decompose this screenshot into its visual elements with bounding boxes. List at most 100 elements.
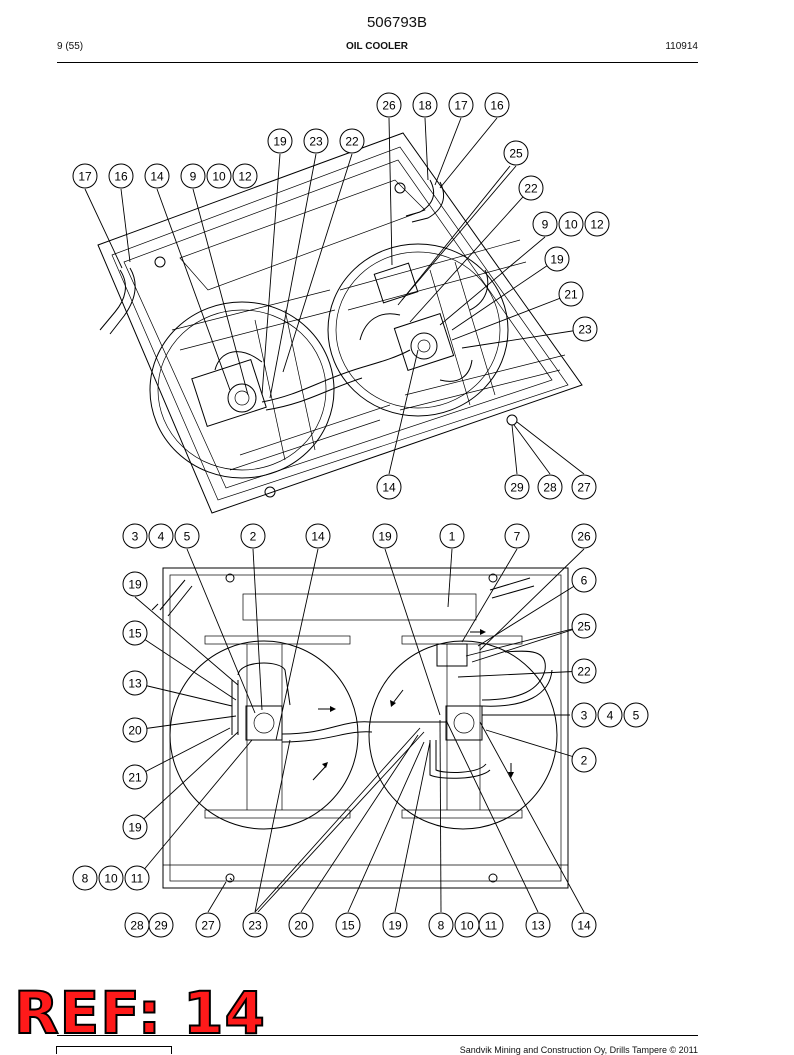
bottom-callout-25: 11 <box>124 865 150 891</box>
bottom-callout-24: 10 <box>98 865 124 891</box>
bottom-callout-15: 22 <box>571 658 597 684</box>
callout-number: 11 <box>485 919 498 933</box>
callout-number: 18 <box>418 99 432 113</box>
top-callout-4: 16 <box>484 92 510 118</box>
bottom-callout-8: 7 <box>504 523 530 549</box>
bottom-callout-29: 23 <box>242 912 268 938</box>
callout-number: 10 <box>104 872 118 886</box>
footer-copyright: Sandvik Mining and Construction Oy, Dril… <box>459 1045 698 1055</box>
bottom-callout-3: 5 <box>174 523 200 549</box>
callout-number: 14 <box>150 170 164 184</box>
callout-number: 21 <box>128 771 142 785</box>
top-callout-14: 12 <box>232 163 258 189</box>
bottom-callout-18: 4 <box>597 702 623 728</box>
bottom-callout-20: 21 <box>122 764 148 790</box>
bottom-callout-21: 2 <box>571 747 597 773</box>
bottom-callout-27: 29 <box>148 912 174 938</box>
oil-cooler-isometric-view <box>97 132 583 514</box>
date-code: 110914 <box>665 41 698 52</box>
bottom-callout-17: 3 <box>571 702 597 728</box>
callout-number: 5 <box>633 709 640 723</box>
callout-number: 2 <box>250 530 257 544</box>
callout-number: 13 <box>128 677 142 691</box>
callout-number: 17 <box>454 99 468 113</box>
callout-number: 22 <box>524 182 538 196</box>
top-callout-11: 14 <box>144 163 170 189</box>
callout-number: 10 <box>460 919 474 933</box>
top-callout-21: 23 <box>572 316 598 342</box>
callout-number: 5 <box>184 530 191 544</box>
callout-number: 26 <box>577 530 591 544</box>
bottom-callout-19: 5 <box>623 702 649 728</box>
callout-number: 29 <box>510 481 524 495</box>
bottom-callout-26: 28 <box>124 912 150 938</box>
callout-number: 20 <box>294 919 308 933</box>
top-callout-20: 21 <box>558 281 584 307</box>
top-callout-9: 17 <box>72 163 98 189</box>
top-callout-12: 9 <box>180 163 206 189</box>
page-number: 9 (55) <box>57 41 84 52</box>
bottom-callout-28: 27 <box>195 912 221 938</box>
bottom-callout-31: 15 <box>335 912 361 938</box>
callout-number: 11 <box>131 872 144 886</box>
callout-number: 28 <box>130 919 144 933</box>
top-callout-13: 10 <box>206 163 232 189</box>
callout-number: 20 <box>128 724 142 738</box>
callout-leader-lines <box>84 117 586 913</box>
reference-label: REF: 14 <box>13 979 266 1047</box>
top-callout-6: 23 <box>303 128 329 154</box>
bottom-callout-11: 6 <box>571 567 597 593</box>
callout-number: 14 <box>382 481 396 495</box>
bottom-callout-16: 20 <box>122 717 148 743</box>
callout-number: 23 <box>578 323 592 337</box>
bottom-callout-5: 14 <box>305 523 331 549</box>
callout-number: 12 <box>238 170 252 184</box>
top-callout-17: 10 <box>558 211 584 237</box>
callout-number: 1 <box>449 530 456 544</box>
callout-number: 19 <box>388 919 402 933</box>
callout-number: 27 <box>201 919 215 933</box>
callout-number: 22 <box>577 665 591 679</box>
callout-number: 17 <box>78 170 92 184</box>
callout-number: 25 <box>509 147 523 161</box>
bottom-callout-14: 13 <box>122 670 148 696</box>
sandvik-logo-strip <box>56 1046 172 1054</box>
callout-number: 9 <box>190 170 197 184</box>
callout-number: 2 <box>581 754 588 768</box>
callout-number: 15 <box>128 627 142 641</box>
callout-number: 10 <box>564 218 578 232</box>
callout-number: 22 <box>345 135 359 149</box>
top-callout-3: 17 <box>448 92 474 118</box>
top-callout-10: 16 <box>108 163 134 189</box>
callout-number: 15 <box>341 919 355 933</box>
bottom-callout-36: 13 <box>525 912 551 938</box>
bottom-callout-7: 1 <box>439 523 465 549</box>
bottom-callout-12: 15 <box>122 620 148 646</box>
callout-number: 19 <box>128 821 142 835</box>
bottom-callout-4: 2 <box>240 523 266 549</box>
callout-number: 12 <box>590 218 604 232</box>
bottom-callout-1: 3 <box>122 523 148 549</box>
top-callout-24: 28 <box>537 474 563 500</box>
top-callout-15: 22 <box>518 175 544 201</box>
bottom-callout-9: 26 <box>571 523 597 549</box>
document-number: 506793B <box>366 14 428 31</box>
callout-number: 13 <box>531 919 545 933</box>
top-callout-8: 25 <box>503 140 529 166</box>
bottom-callout-34: 10 <box>454 912 480 938</box>
callout-number: 9 <box>542 218 549 232</box>
callout-number: 16 <box>114 170 128 184</box>
top-callout-7: 22 <box>339 128 365 154</box>
top-callout-23: 29 <box>504 474 530 500</box>
bottom-callout-35: 11 <box>478 912 504 938</box>
bottom-callout-37: 14 <box>571 912 597 938</box>
callout-number: 19 <box>128 578 142 592</box>
callout-number: 26 <box>382 99 396 113</box>
callout-number: 28 <box>543 481 557 495</box>
bottom-callout-30: 20 <box>288 912 314 938</box>
bottom-callout-22: 19 <box>122 814 148 840</box>
callout-number: 10 <box>212 170 226 184</box>
bottom-callout-33: 8 <box>428 912 454 938</box>
